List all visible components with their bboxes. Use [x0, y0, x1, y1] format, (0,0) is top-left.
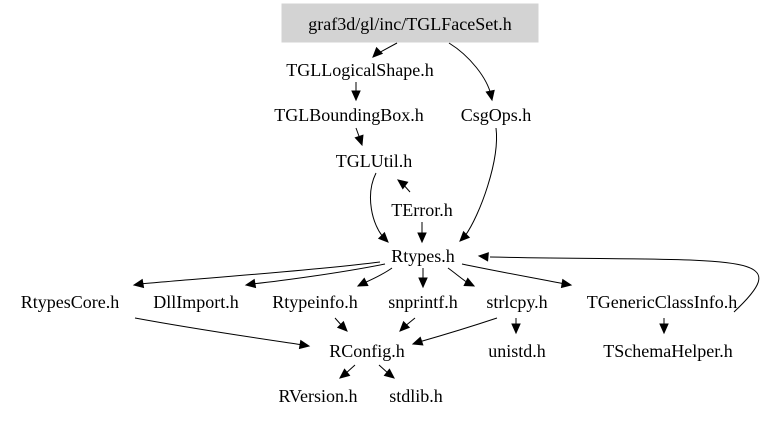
edge-rtypes-to-strlcpy	[447, 267, 469, 284]
arrowhead-tglutil-to-rtypes	[377, 231, 389, 243]
node-snprintf[interactable]: snprintf.h	[388, 292, 458, 312]
node-strlcpy[interactable]: strlcpy.h	[486, 292, 547, 312]
edge-root-to-csgops	[448, 42, 492, 96]
arrowhead-root-to-csgops	[485, 89, 495, 102]
node-rtypescore[interactable]: RtypesCore.h	[21, 292, 120, 312]
node-unistd[interactable]: unistd.h	[488, 341, 546, 361]
node-tglboundingbox[interactable]: TGLBoundingBox.h	[274, 105, 424, 125]
node-terror[interactable]: TError.h	[391, 200, 452, 220]
node-rconfig[interactable]: RConfig.h	[329, 341, 405, 361]
edge-rtypes-to-rtypescore	[139, 261, 381, 285]
arrowhead-rtypeinfo-to-rconfig	[336, 320, 348, 332]
edge-rtypes-to-tgenericclassinfo	[461, 263, 566, 285]
arrowhead-rtypes-to-snprintf	[418, 277, 428, 289]
edges	[132, 42, 760, 379]
node-rtypeinfo[interactable]: Rtypeinfo.h	[272, 292, 358, 312]
arrowhead-tglboundingbox-to-tglutil	[354, 134, 364, 147]
node-dllimport[interactable]: DllImport.h	[153, 292, 239, 312]
node-rversion[interactable]: RVersion.h	[278, 386, 357, 406]
arrowhead-tglutil-to-terror	[397, 179, 409, 190]
arrowhead-rtypes-to-rtypeinfo	[356, 277, 369, 287]
arrowhead-rtypes-to-rtypescore	[132, 278, 145, 289]
node-tgllogicalshape[interactable]: TGLLogicalShape.h	[286, 60, 433, 80]
arrowhead-rtypes-to-tgenericclassinfo	[560, 278, 573, 289]
arrowhead-snprintf-to-rconfig	[399, 320, 411, 332]
node-tschemahelper[interactable]: TSchemaHelper.h	[603, 341, 732, 361]
node-root[interactable]: graf3d/gl/inc/TGLFaceSet.h	[308, 14, 511, 34]
nodes: graf3d/gl/inc/TGLFaceSet.h TGLLogicalSha…	[21, 3, 737, 406]
arrowhead-rtypescore-to-rconfig	[298, 339, 311, 350]
arrowhead-tgenericclassinfo-to-rtypes	[477, 252, 489, 262]
edge-rtypescore-to-rconfig	[134, 317, 304, 346]
node-tgenericclassinfo[interactable]: TGenericClassInfo.h	[587, 292, 737, 312]
node-tglutil[interactable]: TGLUtil.h	[336, 151, 413, 171]
edge-rtypes-to-rtypeinfo	[363, 267, 393, 284]
node-rtypes[interactable]: Rtypes.h	[391, 246, 455, 266]
arrowhead-csgops-to-rtypes	[459, 230, 471, 242]
edge-csgops-to-rtypes	[464, 127, 498, 237]
arrowhead-tgenericclassinfo-to-tschemahelper	[659, 323, 669, 335]
node-csgops[interactable]: CsgOps.h	[461, 105, 532, 125]
edge-tglutil-to-rtypes	[370, 172, 385, 239]
arrowhead-root-to-tgllogicalshape	[372, 46, 384, 58]
edge-tgenericclassinfo-to-rtypes	[489, 256, 760, 313]
arrowhead-rtypes-to-strlcpy	[463, 277, 476, 287]
root-node-box	[281, 3, 539, 43]
edge-rtypes-to-dllimport	[251, 263, 386, 285]
node-stdlib[interactable]: stdlib.h	[389, 386, 443, 406]
arrowhead-rtypes-to-dllimport	[244, 278, 257, 289]
arrowhead-strlcpy-to-unistd	[511, 323, 521, 335]
arrowhead-rconfig-to-rversion	[339, 368, 351, 379]
arrowhead-rconfig-to-stdlib	[383, 368, 395, 379]
arrowhead-terror-to-rtypes	[417, 232, 427, 244]
edge-strlcpy-to-rconfig	[418, 317, 498, 343]
arrowhead-tgllogicalshape-to-tglboundingbox	[351, 90, 361, 102]
arrowhead-strlcpy-to-rconfig	[411, 336, 424, 346]
